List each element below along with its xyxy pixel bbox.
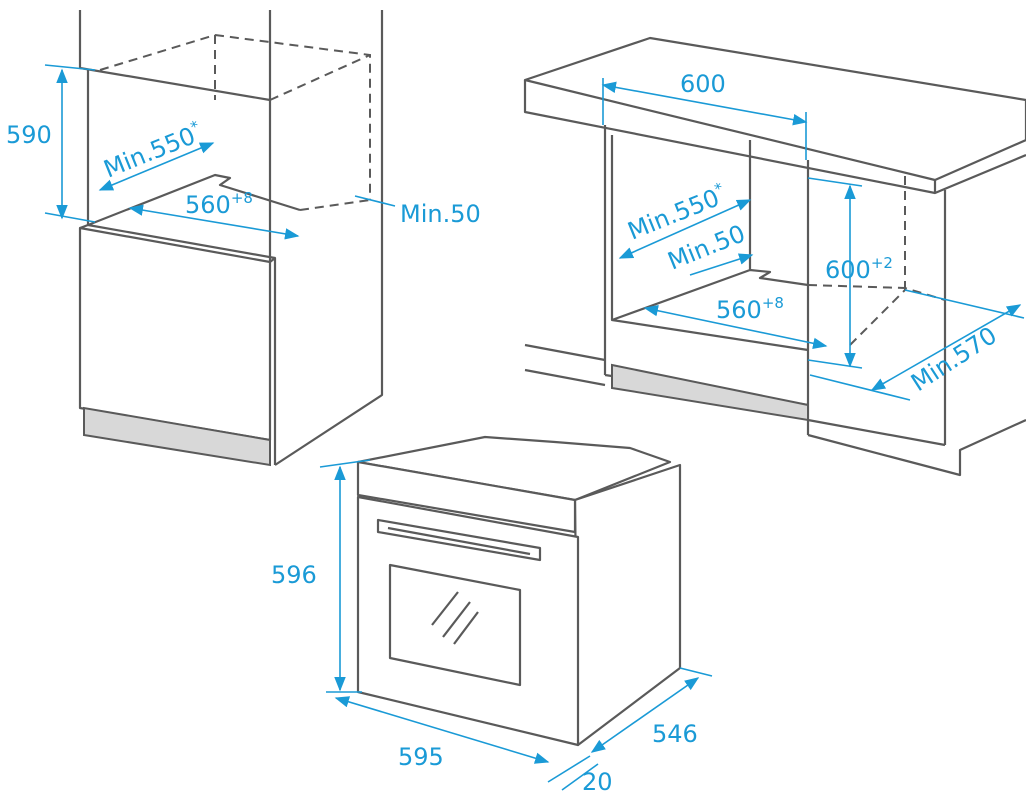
column-cabinet-drawing [78,10,384,467]
column-gap-label: Min.50 [400,200,481,228]
oven-drawing [356,435,682,747]
column-height-label: 590 [6,121,52,149]
oven-depth-label: 546 [652,720,698,748]
undercounter-inner-width-label: 560+8 [716,294,784,324]
undercounter-width-label: 600 [680,70,726,98]
undercounter-counter-depth-label: Min.570 [906,321,1002,397]
column-dimensions: 590 Min.550* 560+8 Min.50 [6,64,481,240]
oven-width-label: 595 [398,743,444,771]
undercounter-drawing [523,36,1026,477]
oven-front-label: 20 [582,768,613,796]
oven-height-label: 596 [271,561,317,589]
oven-dimensions: 596 595 546 20 [271,459,713,796]
column-depth-label: Min.550* [99,117,207,184]
undercounter-height-label: 600+2 [825,254,893,284]
column-width-label: 560+8 [185,189,253,219]
